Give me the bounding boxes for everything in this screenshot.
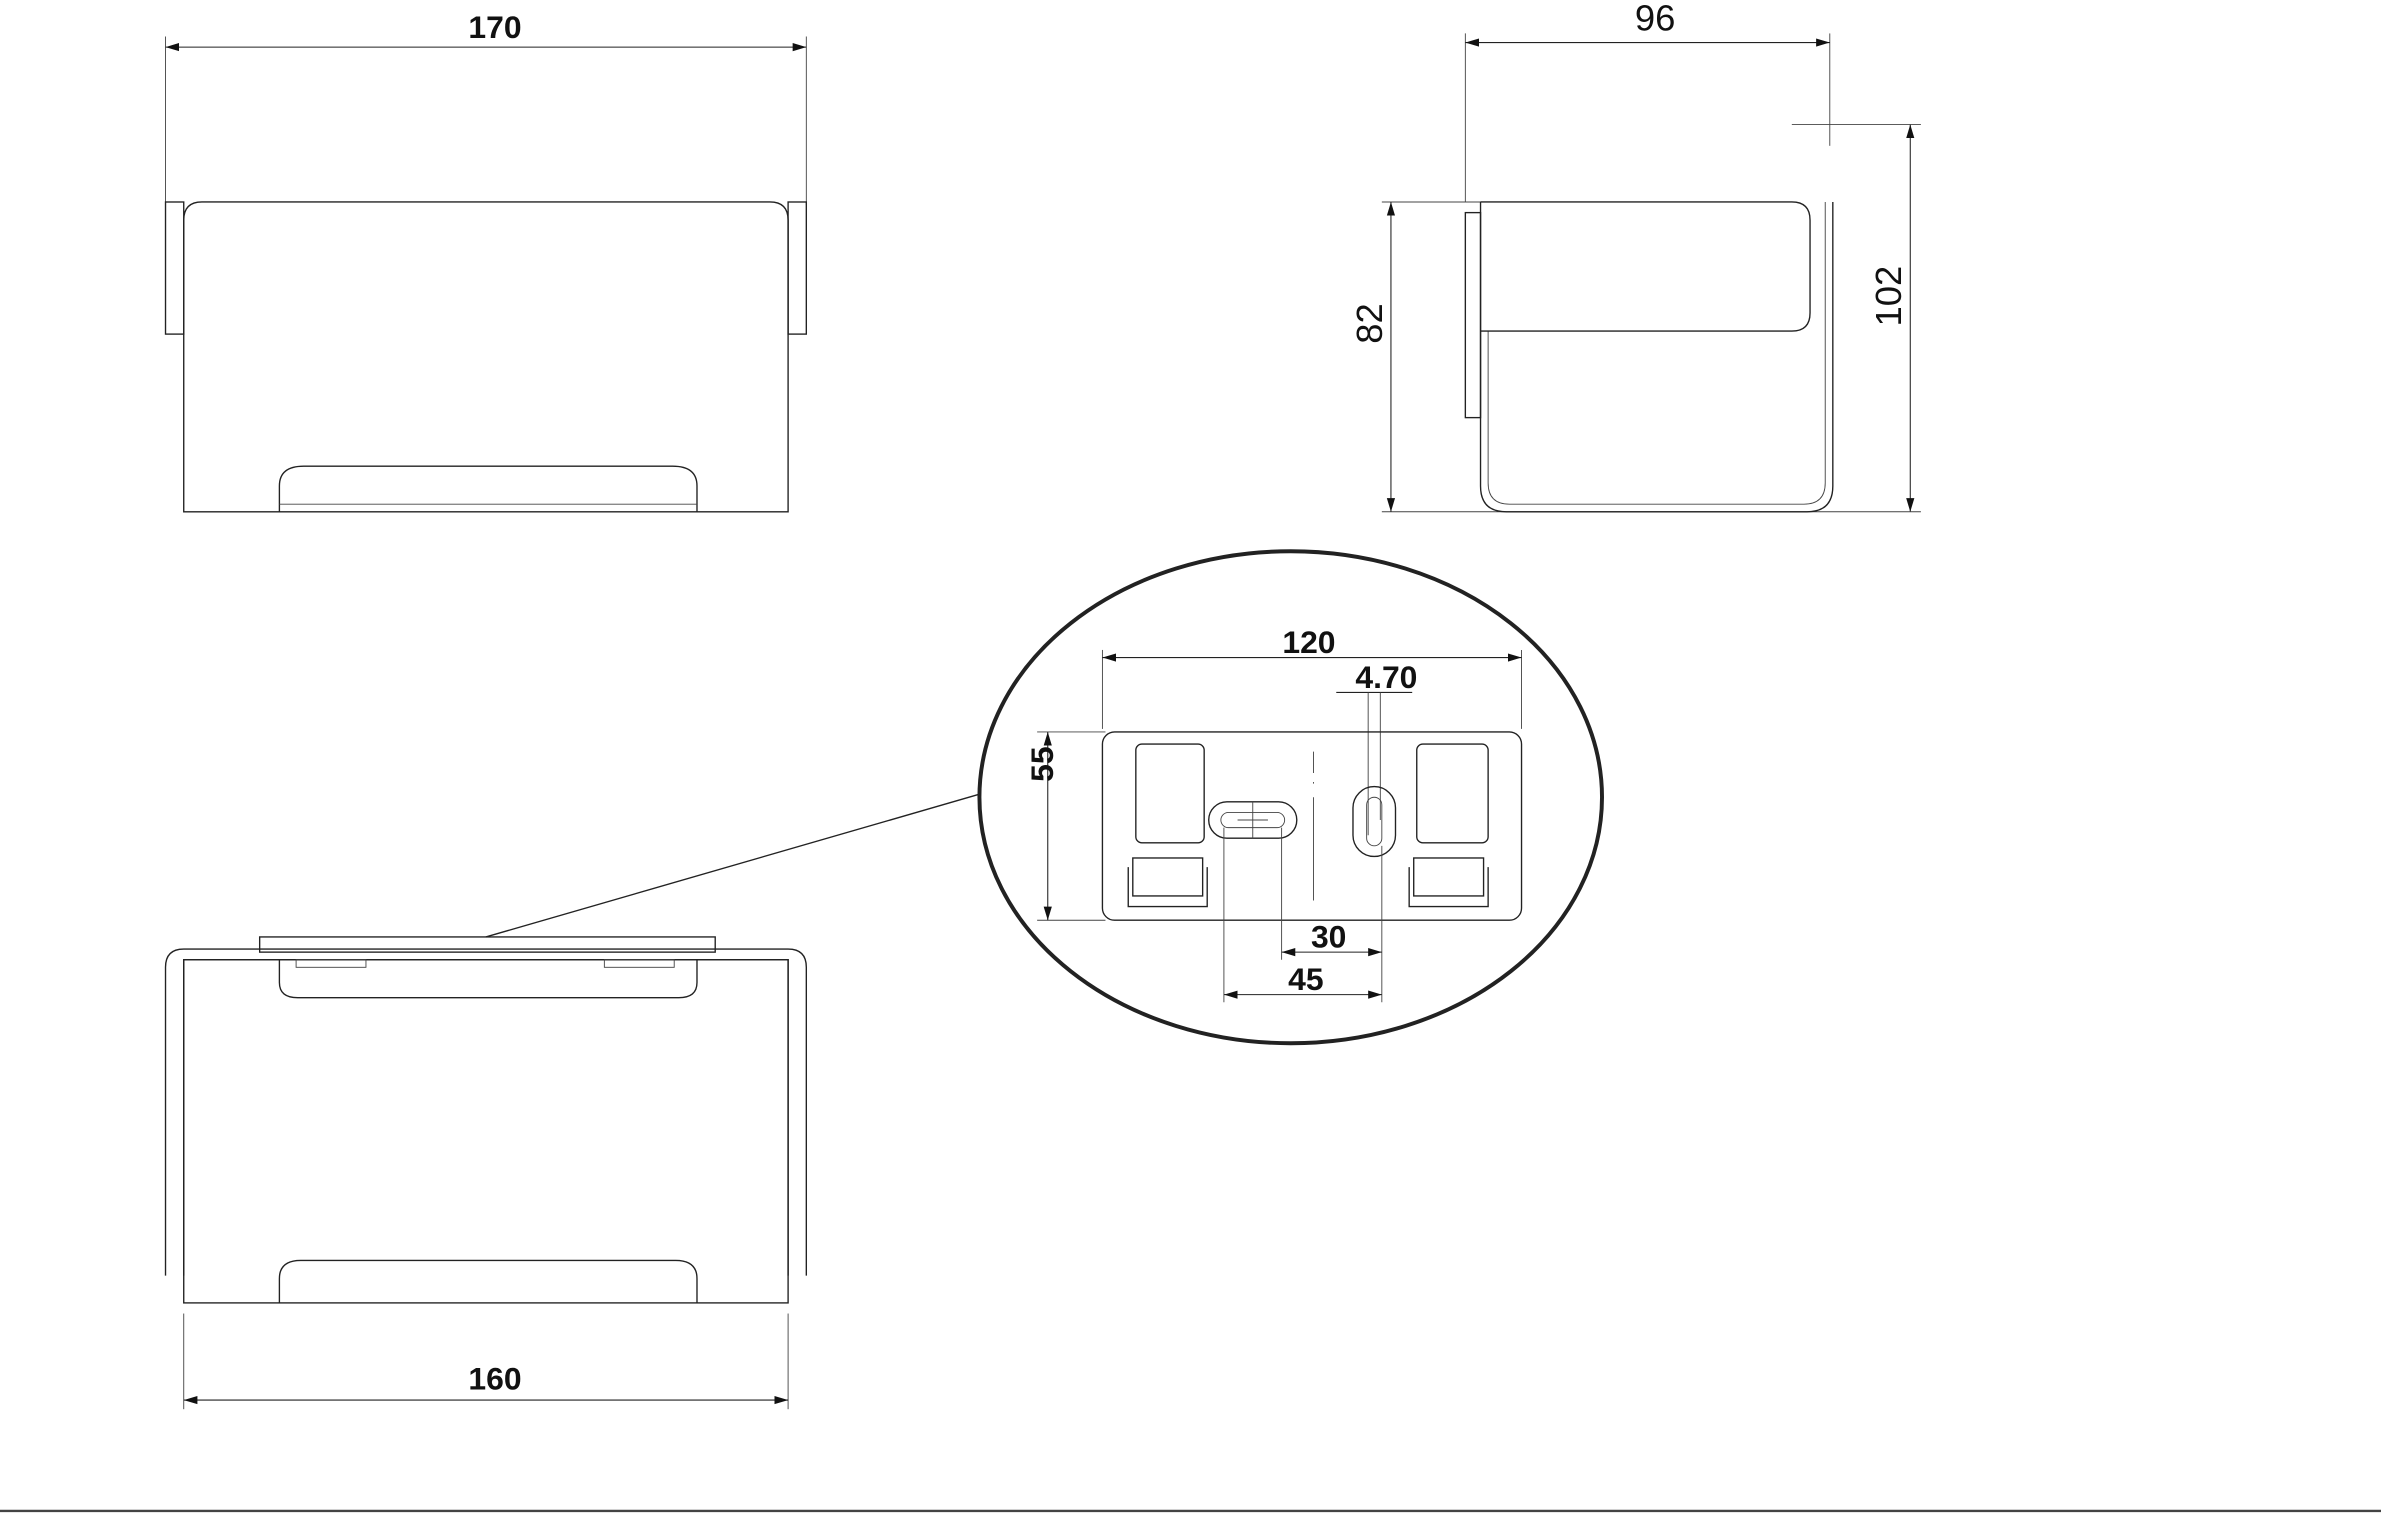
dimension-label-170: 170	[468, 9, 521, 45]
detail-callout: 120 4.70 55 30 45	[485, 549, 1604, 1046]
leader-line	[485, 793, 980, 938]
dimension-label-120: 120	[1282, 624, 1335, 660]
bottom-view: 160	[164, 936, 808, 1410]
dimension-label-102: 102	[1868, 266, 1909, 327]
side-view: 96 102 82	[1349, 0, 1921, 513]
dimension-label-82: 82	[1349, 303, 1390, 344]
dimension-label-30: 30	[1311, 919, 1346, 955]
mounting-plate	[1101, 731, 1523, 921]
front-view: 170	[164, 9, 808, 513]
dimension-label-96: 96	[1635, 0, 1676, 38]
dimension-label-160: 160	[468, 1360, 521, 1396]
dimension-label-4-70: 4.70	[1355, 659, 1417, 695]
dimension-label-55: 55	[1024, 746, 1060, 781]
dimension-label-45: 45	[1288, 961, 1323, 997]
detail-circle	[977, 549, 1604, 1046]
vertical-slot	[1352, 785, 1397, 858]
